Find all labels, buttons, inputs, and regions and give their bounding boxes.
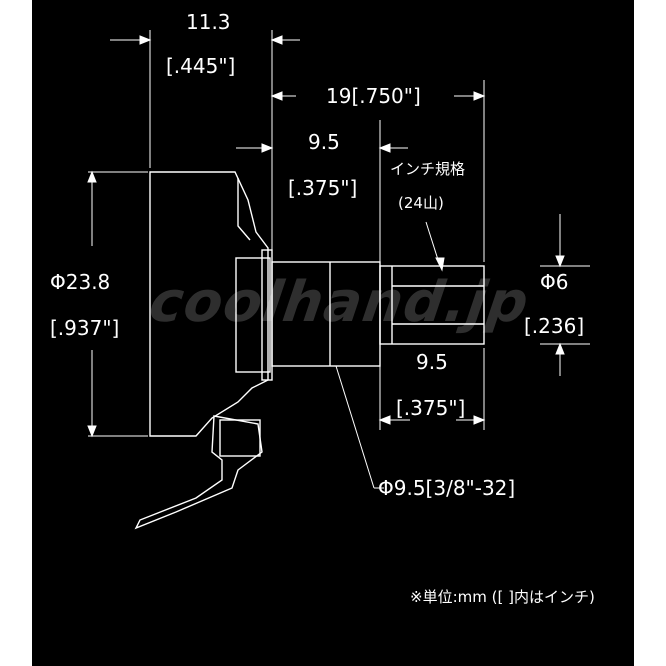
- mounting-nut: [235, 257, 271, 373]
- dim-c-inch: [.375"]: [288, 176, 358, 200]
- body-diameter-inch: [.937"]: [50, 316, 120, 340]
- bushing-diameter: Φ9.5[3/8"-32]: [378, 476, 516, 500]
- terminal-lug: [134, 415, 263, 530]
- dim-a-inch: [.445"]: [166, 54, 236, 78]
- spline-teeth-label: (24山): [398, 194, 444, 212]
- terminal-block: [219, 419, 261, 457]
- spline-shaft: [379, 265, 485, 345]
- spline-length-mm: 9.5: [416, 350, 448, 374]
- spline-spec-label: インチ規格: [390, 160, 466, 178]
- pot-body-outline: [149, 171, 269, 437]
- pot-body-inner: [237, 178, 251, 241]
- shaft-diameter-mm: Φ6: [540, 270, 569, 294]
- shaft-diameter-inch: [.236]: [524, 314, 585, 338]
- bushing: [271, 261, 381, 367]
- dim-a-mm: 11.3: [186, 10, 231, 34]
- dim-c-mm: 9.5: [308, 130, 340, 154]
- body-diameter-mm: Φ23.8: [50, 270, 111, 294]
- spline-length-inch: [.375"]: [396, 396, 466, 420]
- dim-b: 19[.750"]: [326, 84, 421, 108]
- drawing-panel: [32, 0, 634, 666]
- unit-note: ※単位:mm ([ ]内はインチ): [410, 588, 595, 606]
